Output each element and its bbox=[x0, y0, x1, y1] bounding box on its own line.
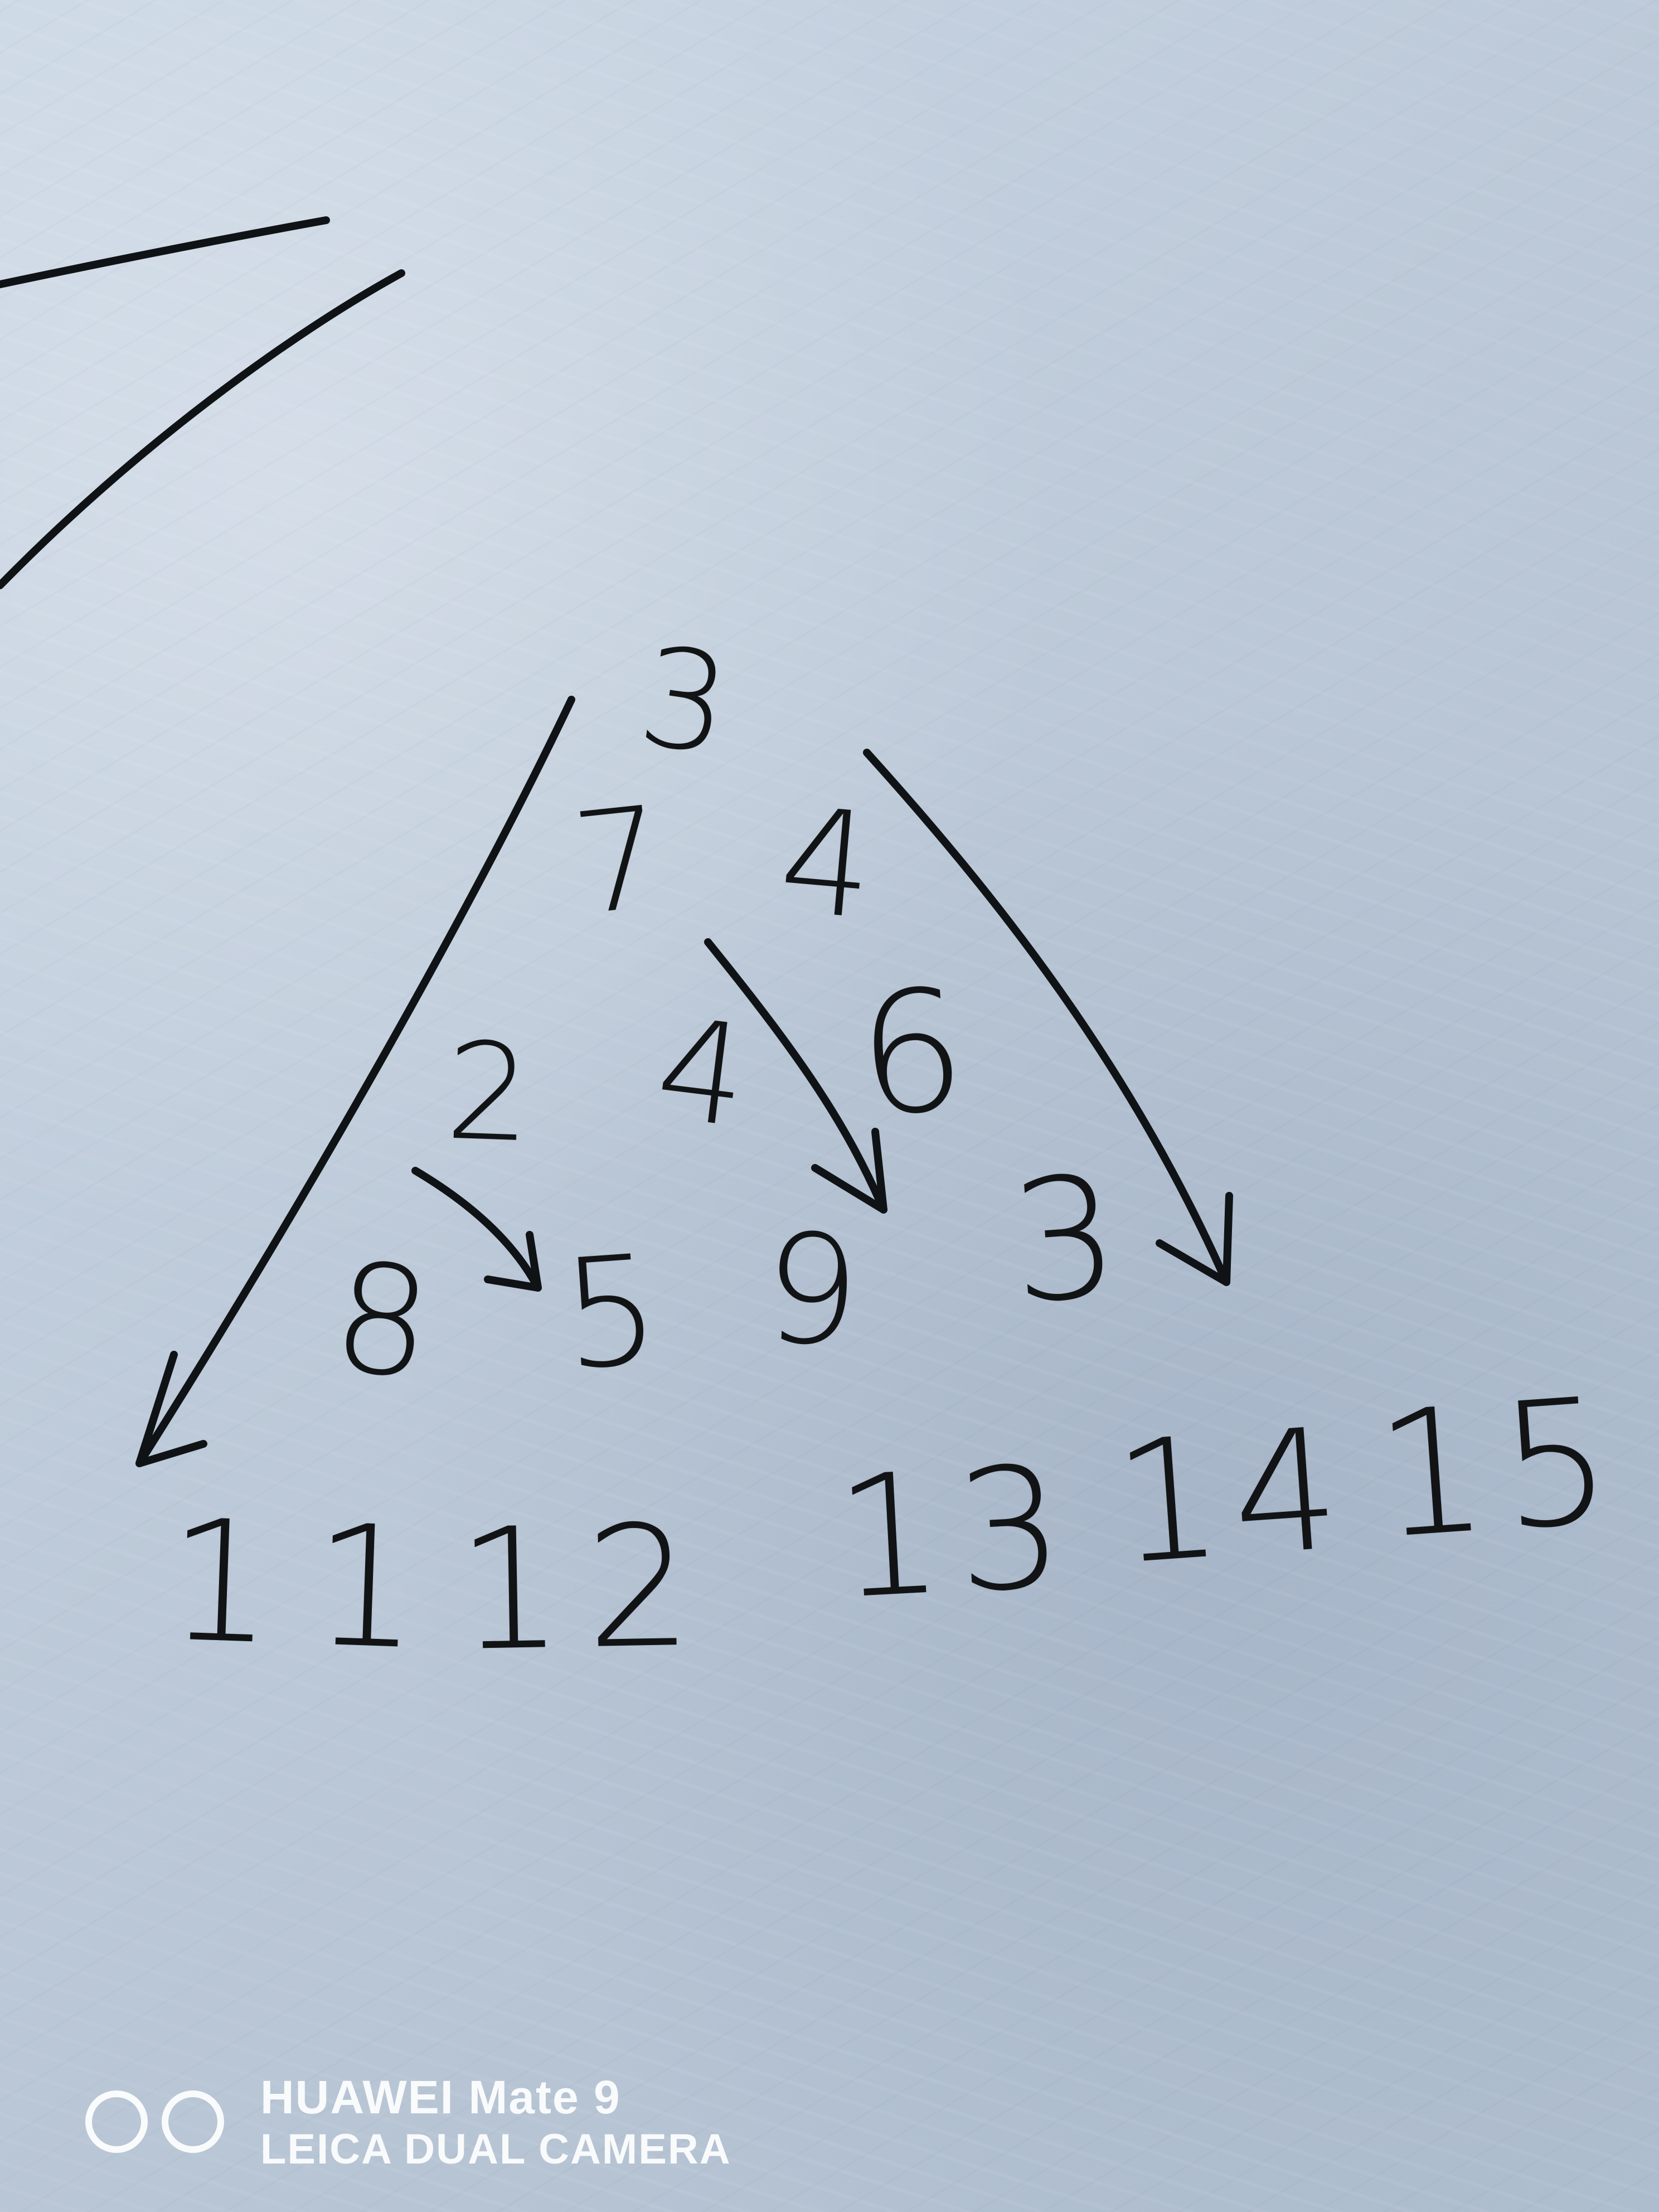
handwritten-number-row4-5: 5 bbox=[557, 1221, 665, 1404]
camera-ring-left bbox=[85, 2090, 148, 2153]
long-left-arrow-line bbox=[135, 696, 575, 1467]
handwritten-number-bottom-15: 15 bbox=[1370, 1359, 1632, 1578]
middle-arrowhead bbox=[811, 1128, 887, 1214]
small-left-arrow-line bbox=[411, 1167, 542, 1292]
handwritten-number-row4-3: 3 bbox=[1005, 1139, 1125, 1341]
handwritten-number-row3-2: 2 bbox=[443, 1013, 534, 1172]
small-left-arrowhead bbox=[484, 1231, 542, 1292]
handwritten-number-bottom-13: 13 bbox=[831, 1429, 1082, 1637]
handwritten-number-row4-9: 9 bbox=[759, 1200, 864, 1381]
upper-left-diagonal-stroke bbox=[0, 269, 405, 589]
handwritten-number-row3-4: 4 bbox=[648, 987, 756, 1159]
camera-ring-right bbox=[162, 2090, 224, 2153]
watermark-text: HUAWEI Mate 9 LEICA DUAL CAMERA bbox=[260, 2074, 731, 2171]
handwritten-number-row2-4: 4 bbox=[773, 776, 880, 952]
dual-camera-icon bbox=[81, 2080, 237, 2164]
middle-arrow-line bbox=[704, 938, 887, 1214]
watermark-model: HUAWEI Mate 9 bbox=[260, 2071, 621, 2123]
handwritten-number-row3-6: 6 bbox=[852, 952, 972, 1154]
watermark-camera: LEICA DUAL CAMERA bbox=[260, 2126, 731, 2173]
right-long-arrow-line bbox=[863, 749, 1230, 1286]
handwritten-number-bottom-12: 12 bbox=[455, 1488, 716, 1689]
handwritten-number-row4-8: 8 bbox=[326, 1228, 439, 1414]
right-long-arrowhead bbox=[1156, 1192, 1233, 1286]
handwritten-number-row2-7: 7 bbox=[566, 775, 671, 947]
handwritten-number-bottom-14: 14 bbox=[1108, 1391, 1357, 1602]
handwritten-number-bottom-11: 11 bbox=[164, 1483, 462, 1688]
camera-watermark: HUAWEI Mate 9 LEICA DUAL CAMERA bbox=[81, 2074, 731, 2171]
long-left-arrowhead bbox=[135, 1351, 207, 1467]
upper-left-ink-stroke bbox=[0, 216, 330, 288]
